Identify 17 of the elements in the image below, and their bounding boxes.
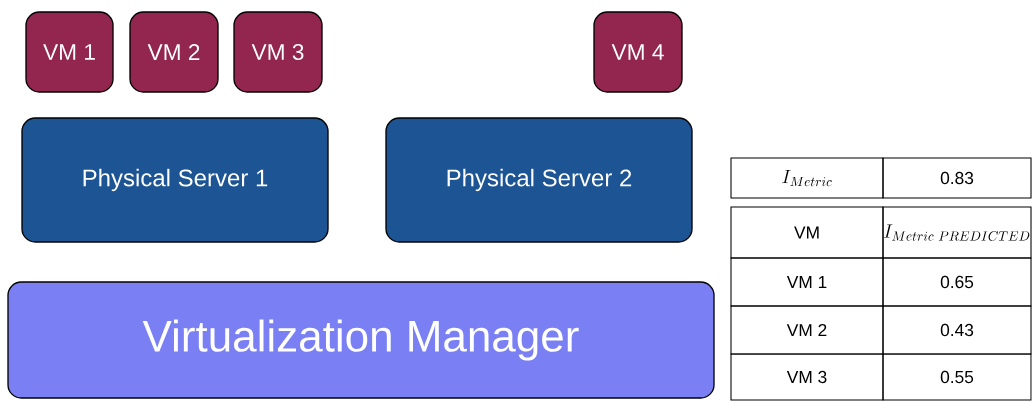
table-cell: 0.43 [882, 305, 1032, 355]
table-cell: VM 2 [730, 305, 884, 355]
vm-box: VM 2 [129, 11, 219, 93]
table-cell: VM 1 [730, 257, 884, 307]
table-cell: $I_{Metric\ PREDICTED}$ [882, 206, 1032, 259]
table-cell: VM [730, 206, 884, 259]
server-box: Physical Server 1 [21, 117, 329, 243]
server-box: Physical Server 2 [385, 117, 693, 243]
vm-box: VM 4 [593, 11, 683, 93]
table-cell: 0.55 [882, 353, 1032, 401]
manager-box: Virtualization Manager [7, 281, 715, 399]
table-cell: VM 3 [730, 353, 884, 401]
table-cell: $I_{Metric}$ [730, 157, 884, 199]
vm-box: VM 1 [25, 11, 114, 93]
table-cell: 0.65 [882, 257, 1032, 307]
vm-box: VM 3 [233, 11, 323, 93]
table-cell: 0.83 [882, 157, 1032, 199]
